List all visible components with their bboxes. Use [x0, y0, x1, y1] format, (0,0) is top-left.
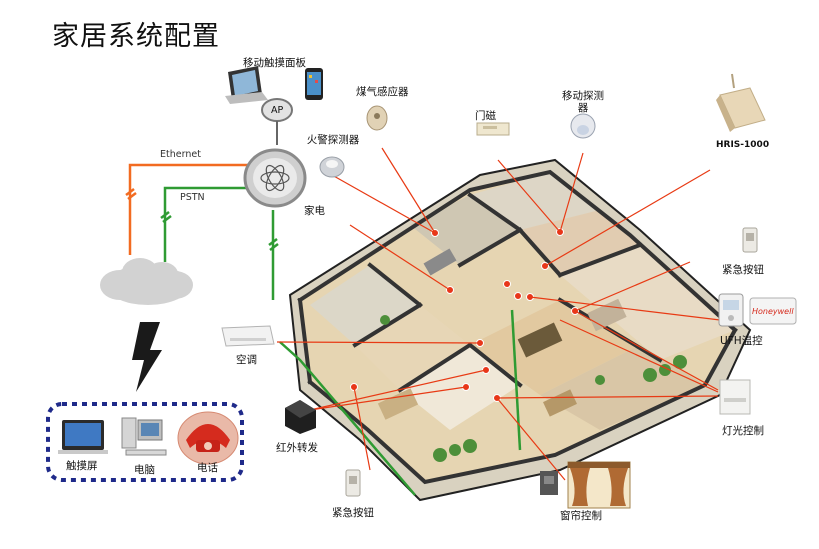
ir-transmitter-label: 红外转发: [276, 442, 318, 454]
mobile-panel-label: 移动触摸面板: [243, 57, 306, 69]
fire-detector-icon: [319, 156, 345, 178]
emergency-button-bottom-label: 紧急按钮: [332, 507, 374, 519]
page-title: 家居系统配置: [52, 21, 220, 52]
fire-detector-label: 火警探测器: [306, 134, 360, 146]
aircon-label: 空调: [236, 354, 257, 366]
ap-label: AP: [271, 105, 284, 116]
motion-detector-label: 移动探测器: [562, 90, 604, 114]
air-conditioner-icon: [221, 325, 275, 347]
emergency-button-bottom-icon: [345, 469, 361, 497]
remote-devices-frame: [46, 402, 244, 482]
ufh-label: UFH温控: [720, 335, 763, 347]
hris-label: HRIS-1000: [716, 140, 770, 150]
touchscreen-label: 触摸屏: [66, 460, 98, 472]
emergency-button-right-icon: [742, 227, 758, 253]
light-control-icon: [719, 379, 751, 415]
computer-icon: [121, 417, 167, 456]
lightning-bolt-icon: [132, 322, 162, 392]
door-sensor-icon: [476, 122, 510, 136]
telephone-icon: [177, 411, 239, 465]
smartphone-icon: [305, 68, 323, 100]
appliance-label: 家电: [304, 205, 325, 217]
ethernet-label: Ethernet: [160, 149, 201, 160]
phone-label: 电话: [197, 462, 218, 474]
ufh-thermostat-icon: [718, 293, 797, 327]
curtain-control-icon: [540, 461, 631, 509]
motion-detector-icon: [570, 113, 596, 139]
ir-transmitter-icon: [285, 400, 316, 434]
gateway-icon: [243, 148, 307, 208]
door-sensor-label: 门磁: [475, 110, 496, 122]
computer-label: 电脑: [134, 464, 155, 476]
light-control-label: 灯光控制: [722, 425, 764, 437]
touchscreen-icon: [58, 420, 108, 454]
gas-sensor-label: 煤气感应器: [356, 86, 409, 98]
honeywell-label: Honeywell: [752, 307, 794, 316]
pstn-label: PSTN: [180, 192, 205, 203]
emergency-button-right-label: 紧急按钮: [722, 264, 764, 276]
hris-controller-icon: [716, 73, 766, 132]
pstn-line: [160, 186, 522, 496]
cloud-icon: [100, 258, 193, 305]
house-floorplan: [288, 158, 752, 502]
gas-sensor-icon: [366, 105, 388, 131]
pointer-lines: [276, 147, 721, 481]
tablet-icon: [225, 66, 268, 104]
curtain-control-label: 窗帘控制: [560, 510, 602, 522]
ethernet-line: [125, 163, 248, 255]
